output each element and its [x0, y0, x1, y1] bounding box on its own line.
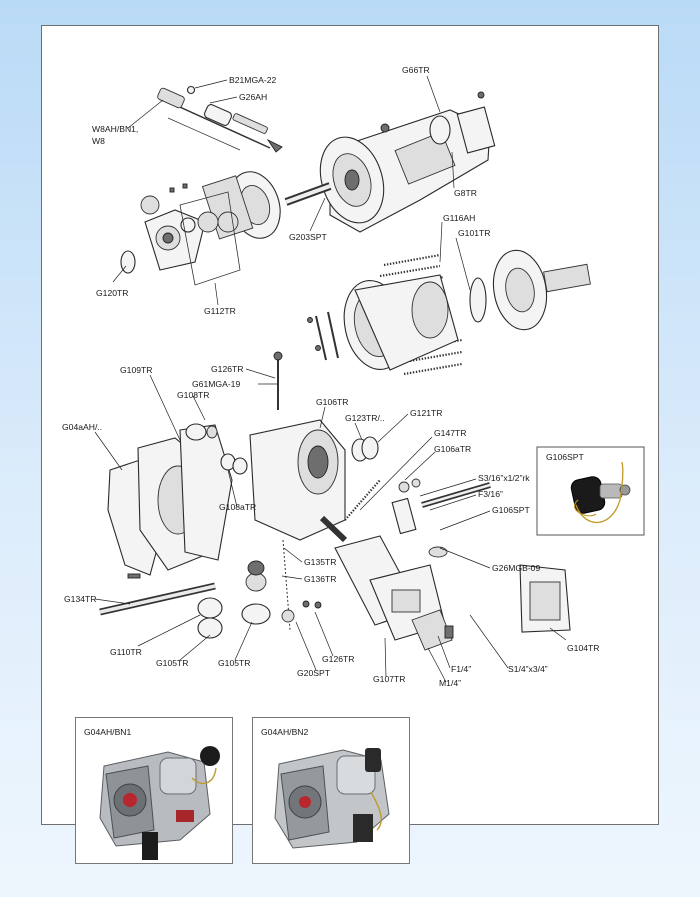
label-w8ah-bn1: W8AH/BN1, [92, 124, 138, 134]
label-g106tr: G106TR [316, 397, 348, 407]
label-g26ah: G26AH [239, 92, 267, 102]
overdrive-main-housing [201, 91, 496, 240]
label-g134tr: G134TR [64, 594, 96, 604]
label-g8tr: G8TR [454, 188, 477, 198]
clutch-spring-assembly [307, 249, 591, 376]
label-g136tr: G136TR [304, 574, 336, 584]
photo-box-g04ah-bn2: G04AH/BN2 [252, 717, 410, 864]
photo-box-g04ah-bn1: G04AH/BN1 [75, 717, 233, 864]
label-g04aah: G04aAH/.. [62, 422, 102, 432]
input-shaft-assembly [157, 85, 283, 153]
label-s3-16: S3/16”x1/2”rk [478, 473, 530, 483]
label-g66tr: G66TR [402, 65, 430, 75]
label-g147tr: G147TR [434, 428, 466, 438]
label-g106spt: G106SPT [492, 505, 530, 515]
label-g203spt: G203SPT [289, 232, 327, 242]
label-g116ah: G116AH [443, 213, 475, 223]
photo-caption-bn1: G04AH/BN1 [84, 727, 132, 737]
planet-carrier-assembly [120, 183, 241, 286]
label-g105tr-left: G105TR [156, 658, 188, 668]
label-s1-4x3-4: S1/4”x3/4” [508, 664, 548, 674]
label-f1-4: F1/4” [451, 664, 471, 674]
leader-lines [94, 75, 567, 683]
overdrive-unit-photo-bn1 [99, 746, 220, 860]
label-g120tr: G120TR [96, 288, 128, 298]
pump-valve-block [334, 478, 571, 651]
label-g107tr: G107TR [373, 674, 405, 684]
label-g106spt-inset: G106SPT [546, 452, 584, 462]
gearbox-case-assembly [107, 351, 379, 579]
part-labels: B21MGA-22 G66TR G26AH W8AH/BN1, W8 G8TR … [62, 65, 599, 688]
label-g123tr: G123TR/.. [345, 413, 385, 423]
label-g126tr-top: G126TR [211, 364, 243, 374]
label-g110tr: G110TR [110, 647, 142, 657]
overdrive-unit-photo-bn2 [274, 748, 390, 849]
label-g105tr-right: G105TR [218, 658, 250, 668]
label-g108atr: G108aTR [219, 502, 256, 512]
label-g101tr: G101TR [458, 228, 490, 238]
label-g106atr: G106aTR [434, 444, 471, 454]
label-g104tr: G104TR [567, 643, 599, 653]
label-g26mgb-09: G26MGB-09 [492, 563, 540, 573]
label-b21mga-22: B21MGA-22 [229, 75, 277, 85]
label-g112tr: G112TR [204, 306, 236, 316]
label-g20spt: G20SPT [297, 668, 331, 678]
label-g135tr: G135TR [304, 557, 336, 567]
label-m1-4: M1/4” [439, 678, 461, 688]
photo-caption-bn2: G04AH/BN2 [261, 727, 309, 737]
label-g121tr: G121TR [410, 408, 442, 418]
label-g126tr-bottom: G126TR [322, 654, 354, 664]
label-g61mga-19: G61MGA-19 [192, 379, 240, 389]
label-f3-16: F3/16” [478, 489, 503, 499]
layshaft-and-gears [99, 479, 381, 639]
label-g108tr: G108TR [177, 390, 209, 400]
label-w8: W8 [92, 136, 105, 146]
g106spt-inset [536, 446, 645, 536]
label-g109tr: G109TR [120, 365, 152, 375]
